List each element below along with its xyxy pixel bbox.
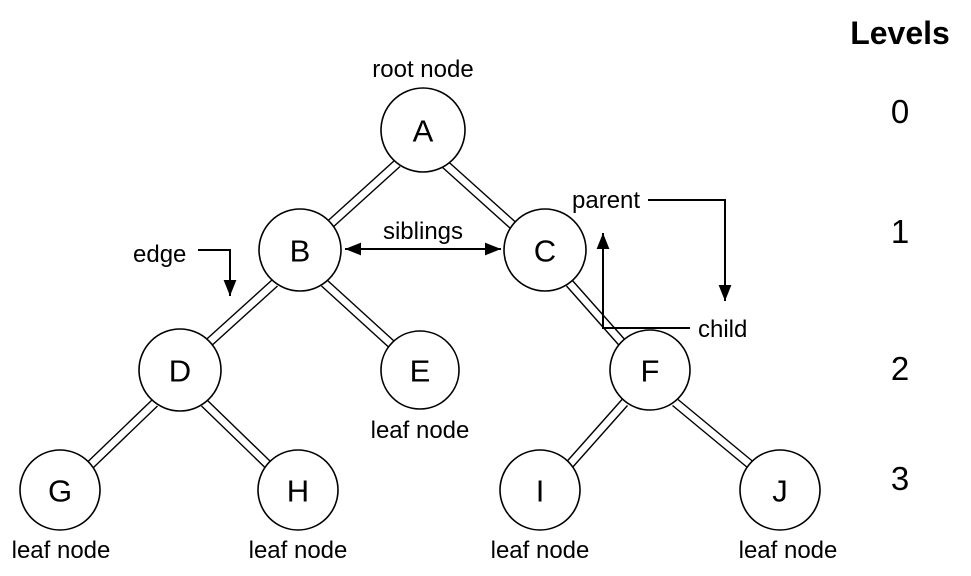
edges-group (87, 159, 754, 469)
node-g[interactable]: G (19, 449, 101, 531)
parent-pointer-arrow (648, 199, 732, 301)
edge-d-g (87, 399, 158, 469)
edge-c-f (565, 279, 628, 348)
siblings-label: siblings (383, 218, 463, 245)
node-d-label: D (169, 354, 191, 389)
node-f[interactable]: F (609, 329, 691, 411)
node-b[interactable]: B (258, 208, 342, 292)
leaf-node-label-j: leaf node (739, 537, 838, 564)
leaf-node-label-g: leaf node (12, 537, 111, 564)
node-a-label: A (413, 114, 434, 149)
edge-f-j (672, 398, 754, 469)
node-i-label: I (536, 474, 545, 509)
node-i[interactable]: I (499, 449, 581, 531)
parent-label: parent (572, 187, 640, 214)
edge-label: edge (133, 241, 186, 268)
child-label: child (698, 316, 747, 343)
node-j-label: J (772, 474, 788, 509)
node-e[interactable]: E (380, 330, 460, 410)
node-b-label: B (290, 234, 311, 269)
level-number-0: 0 (891, 93, 909, 130)
edge-f-i (565, 399, 629, 469)
edge-a-b (325, 159, 401, 230)
node-g-label: G (48, 474, 72, 509)
node-f-label: F (641, 354, 660, 389)
level-number-2: 2 (891, 350, 909, 387)
node-e-label: E (410, 354, 431, 389)
edge-pointer-arrow (198, 249, 237, 296)
edge-b-d (203, 279, 278, 349)
leaf-node-label-i: leaf node (491, 537, 590, 564)
leaf-node-label-e: leaf node (371, 417, 470, 444)
edge-d-h (201, 399, 272, 469)
nodes-group: A B C D E F G (19, 87, 821, 531)
node-c-label: C (534, 234, 556, 269)
levels-title: Levels (850, 15, 950, 51)
leaf-labels-group: leaf node leaf node leaf node leaf node … (12, 417, 838, 564)
level-number-1: 1 (891, 213, 909, 250)
node-a[interactable]: A (380, 87, 466, 173)
node-h[interactable]: H (257, 449, 339, 531)
level-number-3: 3 (891, 460, 909, 497)
annotation-arrows-group (198, 199, 732, 329)
root-node-label: root node (372, 56, 473, 83)
node-d[interactable]: D (138, 328, 222, 412)
annotation-labels-group: root node edge siblings parent child (133, 56, 747, 343)
leaf-node-label-h: leaf node (249, 537, 348, 564)
edge-a-c (441, 159, 517, 230)
edge-b-e (321, 279, 395, 348)
child-pointer-arrow (596, 233, 690, 329)
levels-column: Levels 0 1 2 3 (850, 15, 950, 497)
node-c[interactable]: C (503, 208, 587, 292)
node-j[interactable]: J (739, 449, 821, 531)
node-h-label: H (287, 474, 309, 509)
